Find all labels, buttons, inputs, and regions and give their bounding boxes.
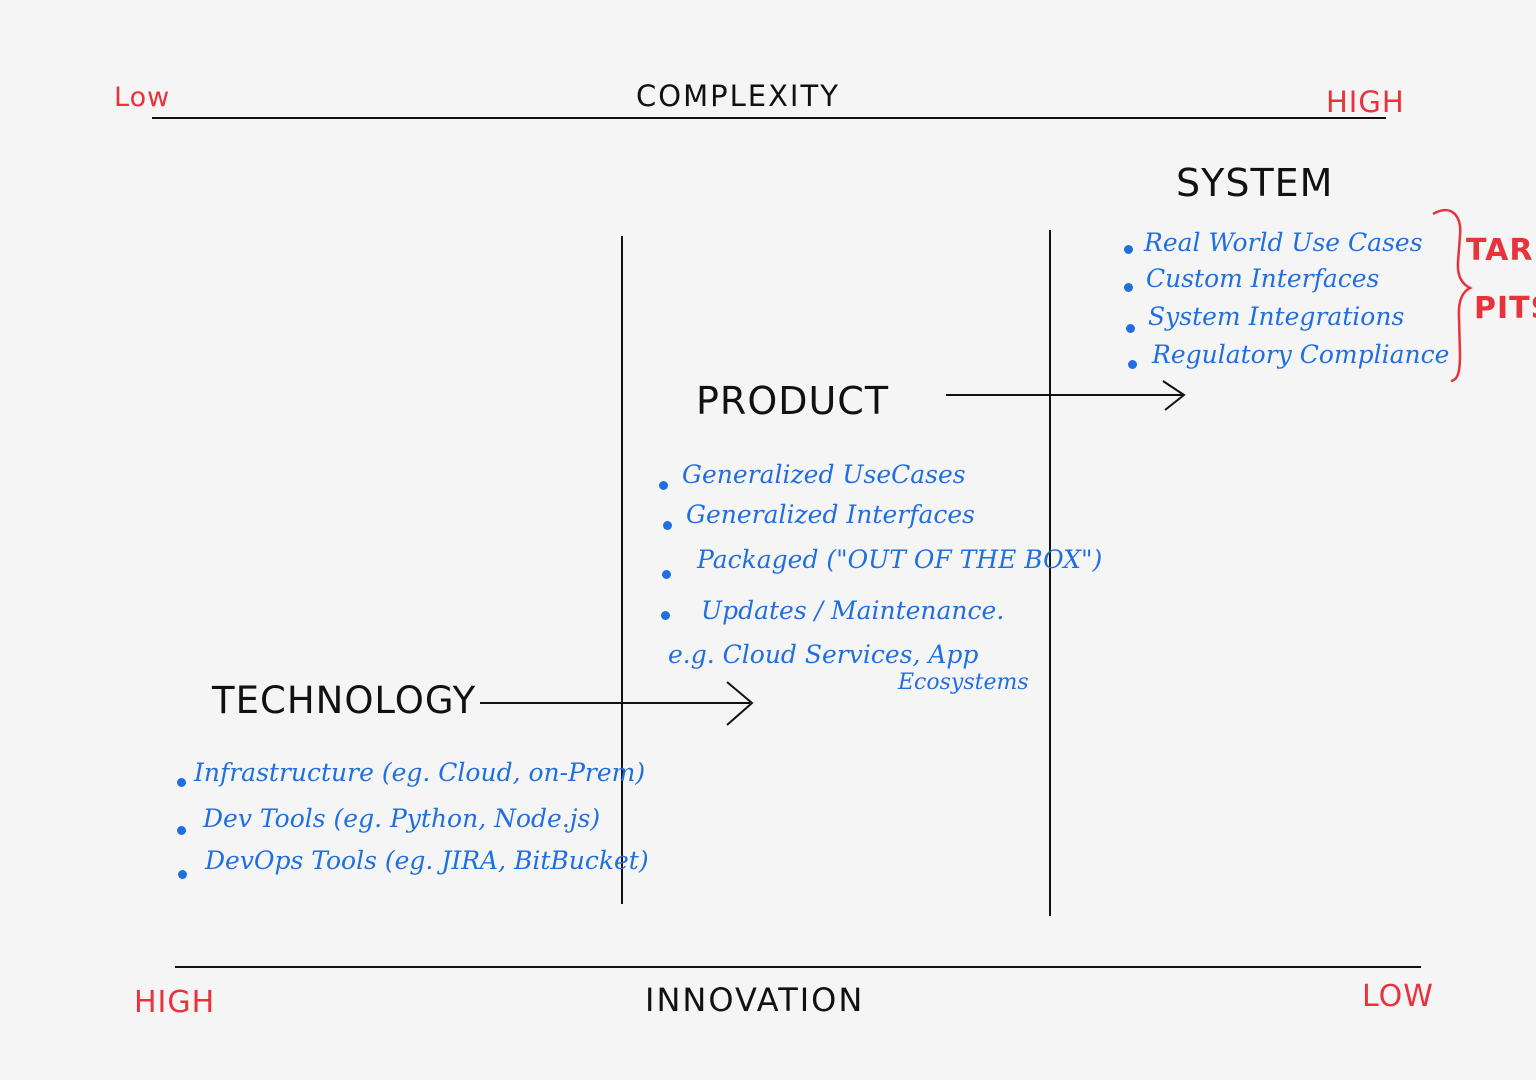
technology-heading: TECHNOLOGY [212,679,477,722]
bullet-icon [177,778,186,787]
product-example-line1: e.g. Cloud Services, App [668,640,979,669]
bullet-icon [1126,324,1135,333]
complexity-high-label: HIGH [1326,85,1405,119]
list-item: Generalized Interfaces [686,500,975,529]
innovation-axis-line [175,966,1421,968]
bullet-icon [1124,283,1133,292]
arrow-technology-to-product [480,681,754,726]
bullet-icon [177,826,186,835]
list-item: Generalized UseCases [682,460,966,489]
system-heading: SYSTEM [1176,161,1334,205]
complexity-axis-line [152,117,1386,119]
product-heading: PRODUCT [696,379,890,423]
bullet-icon [1128,360,1137,369]
list-item: Updates / Maintenance. [701,596,1005,625]
bullet-icon [662,570,671,579]
arrow-product-to-system [946,380,1186,411]
bullet-icon [663,521,672,530]
bullet-icon [1124,245,1133,254]
bracket-label-line2: PITS [1474,291,1536,326]
list-item: Dev Tools (eg. Python, Node.js) [203,804,601,833]
list-item: Infrastructure (eg. Cloud, on-Prem) [194,758,646,787]
bracket-label-line1: TAR [1466,233,1534,268]
innovation-axis-title: INNOVATION [645,981,865,1019]
list-item: DevOps Tools (eg. JIRA, BitBucket) [205,846,649,875]
product-example-line2: Ecosystems [898,670,1029,695]
list-item: Packaged ("OUT OF THE BOX") [697,545,1103,574]
list-item: Regulatory Compliance [1152,340,1450,369]
complexity-axis-title: COMPLEXITY [636,79,840,113]
list-item: System Integrations [1148,302,1405,331]
innovation-low-label: LOW [1362,979,1434,1014]
bullet-icon [178,870,187,879]
complexity-low-label: Low [114,82,171,113]
innovation-high-label: HIGH [134,985,216,1020]
bullet-icon [661,611,670,620]
divider-product-system [1049,230,1051,916]
divider-technology-product [621,236,623,904]
list-item: Real World Use Cases [1144,228,1423,257]
bullet-icon [659,481,668,490]
list-item: Custom Interfaces [1146,264,1380,293]
